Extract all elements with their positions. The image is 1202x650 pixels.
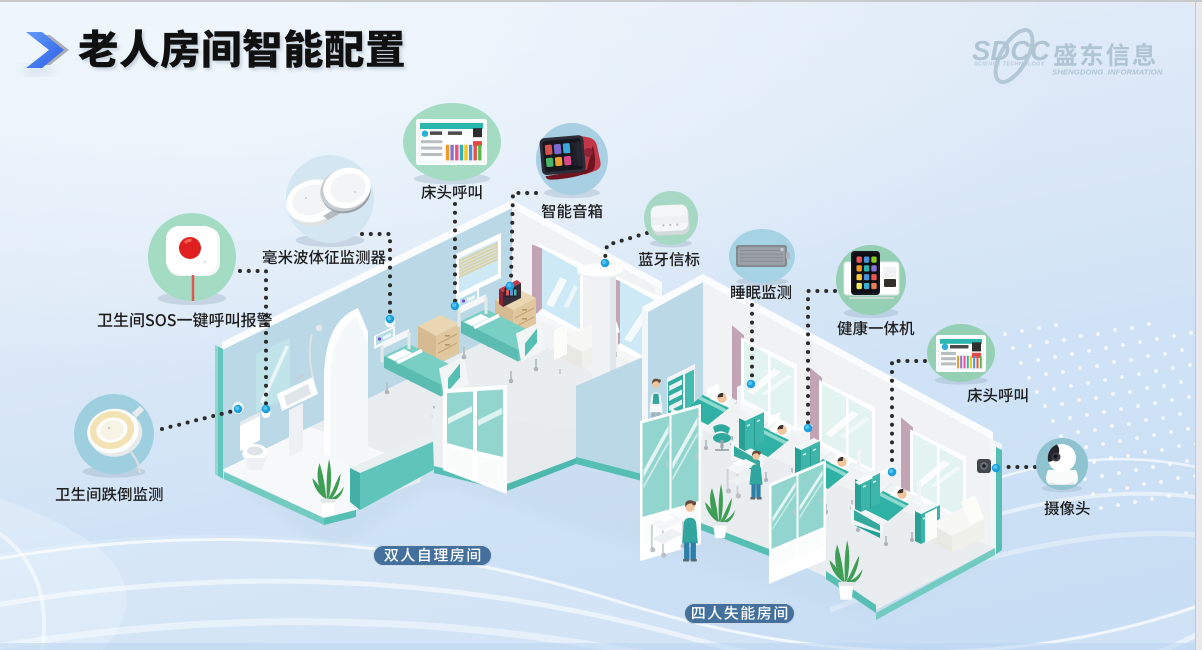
svg-text:SHENGDONG INFORMATION: SHENGDONG INFORMATION: [1052, 68, 1163, 77]
svg-text:SCIENCE TECHNOLOGY: SCIENCE TECHNOLOGY: [974, 62, 1045, 68]
svg-text:SDCC: SDCC: [972, 35, 1051, 66]
